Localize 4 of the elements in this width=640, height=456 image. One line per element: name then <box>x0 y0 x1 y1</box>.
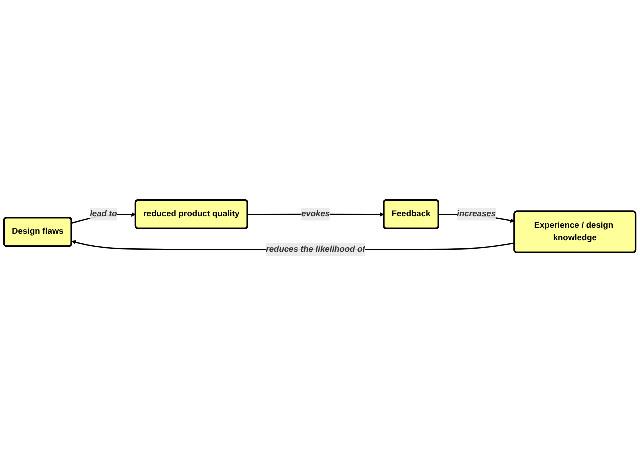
edge-label: reduces the likelihood of <box>266 244 366 254</box>
edge-label: lead to <box>90 210 118 218</box>
edge-label: evokes <box>301 210 330 218</box>
edge-label: increases <box>457 210 496 218</box>
